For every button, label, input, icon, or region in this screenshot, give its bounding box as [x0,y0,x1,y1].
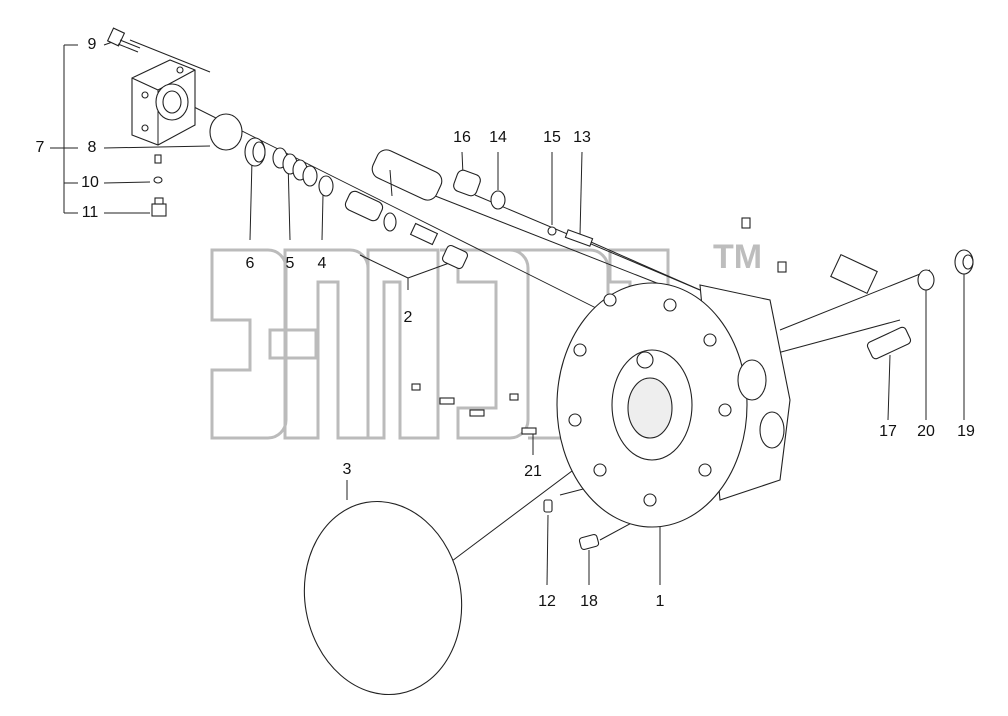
part-8-oring [209,113,243,151]
watermark-trademark: TM [713,238,762,276]
part-21-pins [411,383,537,435]
label-14[interactable]: 14 [489,129,507,146]
label-1[interactable]: 1 [656,593,665,610]
label-7[interactable]: 7 [36,139,45,156]
label-6[interactable]: 6 [246,255,255,272]
part-16-cap [453,169,481,197]
part-3-gasket [303,500,463,696]
part-small-screw [741,217,751,229]
label-21[interactable]: 21 [524,463,542,480]
part-plate [830,253,878,295]
part-valve-cartridge [371,149,443,201]
label-19[interactable]: 19 [957,423,975,440]
part-11-plug [151,197,167,217]
label-15[interactable]: 15 [543,129,561,146]
label-20[interactable]: 20 [917,423,935,440]
label-18[interactable]: 18 [580,593,598,610]
label-9[interactable]: 9 [88,36,97,53]
label-13[interactable]: 13 [573,129,591,146]
part-labels: 9 7 8 10 11 6 5 4 2 16 14 15 13 21 3 12 … [36,36,975,610]
part-9-bolt [106,27,141,53]
label-8[interactable]: 8 [88,139,97,156]
part-small-screw-2 [777,261,787,273]
label-12[interactable]: 12 [538,593,556,610]
part-18-plug [578,533,600,551]
part-17-bolt [866,326,912,360]
label-10[interactable]: 10 [81,174,99,191]
label-17[interactable]: 17 [879,423,897,440]
label-11[interactable]: 11 [82,204,99,221]
part-4-ring [318,175,334,197]
part-5-spring [272,147,318,187]
part-10-pin [154,154,162,164]
label-4[interactable]: 4 [318,255,327,272]
part-15-washer [547,226,557,236]
part-20-oring [917,269,935,291]
label-5[interactable]: 5 [286,255,295,272]
part-12-pin [543,499,553,513]
part-1-housing [556,282,791,528]
part-7-flange [131,59,196,146]
label-3[interactable]: 3 [343,461,352,478]
label-2[interactable]: 2 [404,309,413,326]
part-10-ring [153,176,163,184]
part-2-valve [344,190,469,270]
part-19-plug [954,249,974,275]
label-16[interactable]: 16 [453,129,471,146]
part-13-screw [564,229,594,247]
part-14-seal [490,190,506,210]
part-6-ring [244,137,266,167]
